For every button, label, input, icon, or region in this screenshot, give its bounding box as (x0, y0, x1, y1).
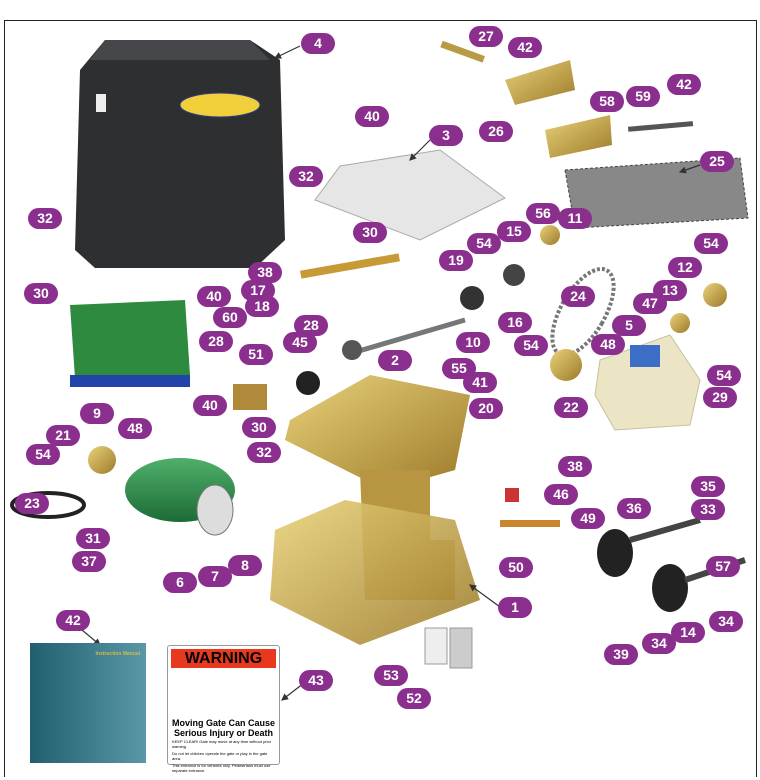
part-callout: 4 (301, 33, 335, 54)
warning-sign: WARNING Moving Gate Can Cause Serious In… (167, 645, 280, 773)
part-callout: 32 (289, 166, 323, 187)
part-callout: 26 (479, 121, 513, 142)
part-callout: 8 (228, 555, 262, 576)
part-callout: 37 (72, 551, 106, 572)
part-callout: 10 (456, 332, 490, 353)
part-callout: 34 (642, 633, 676, 654)
part-callout: 33 (691, 499, 725, 520)
part-callout: 22 (554, 397, 588, 418)
drive-chain (550, 157, 749, 357)
part-callout: 14 (671, 622, 705, 643)
chassis-frame (270, 375, 480, 669)
part-callout: 21 (46, 425, 80, 446)
part-callout: 39 (604, 644, 638, 665)
part-callout: 28 (199, 331, 233, 352)
warning-header: WARNING (171, 649, 276, 668)
part-callout: 48 (591, 334, 625, 355)
part-callout: 29 (703, 387, 737, 408)
brackets (440, 40, 694, 158)
part-callout: 5 (612, 315, 646, 336)
operator-housing (75, 40, 285, 268)
cover-plate (314, 149, 506, 241)
part-callout: 32 (28, 208, 62, 229)
part-callout: 49 (571, 508, 605, 529)
part-callout: 42 (667, 74, 701, 95)
part-callout: 48 (118, 418, 152, 439)
control-board (70, 300, 190, 387)
diagram-frame (4, 20, 757, 777)
part-callout: 25 (700, 151, 734, 172)
part-callout: 57 (706, 556, 740, 577)
part-callout: 27 (469, 26, 503, 47)
part-callout: 18 (245, 296, 279, 317)
part-callout: 30 (24, 283, 58, 304)
part-callout: 47 (633, 293, 667, 314)
part-callout: 54 (26, 444, 60, 465)
part-callout: 56 (526, 203, 560, 224)
instruction-manual-image: Instruction Manual (30, 643, 146, 763)
gear-reducer (550, 334, 701, 431)
part-callout: 30 (353, 222, 387, 243)
part-callout: 32 (247, 442, 281, 463)
part-callout: 7 (198, 566, 232, 587)
part-callout: 35 (691, 476, 725, 497)
part-callout: 2 (378, 350, 412, 371)
part-callout: 23 (15, 493, 49, 514)
part-callout: 36 (617, 498, 651, 519)
part-callout: 52 (397, 688, 431, 709)
part-callout: 54 (514, 335, 548, 356)
part-callout: 15 (497, 221, 531, 242)
part-callout: 43 (299, 670, 333, 691)
shaft-assembly (296, 225, 727, 395)
part-callout: 12 (668, 257, 702, 278)
part-callout: 31 (76, 528, 110, 549)
rollers (500, 488, 746, 612)
manual-title: Instruction Manual (95, 651, 140, 657)
part-callout: 54 (694, 233, 728, 254)
part-callout: 9 (80, 403, 114, 424)
part-callout: 17 (241, 280, 275, 301)
part-callout: 19 (439, 250, 473, 271)
part-callout: 42 (56, 610, 90, 631)
warning-line: This entrance is for vehicles only. Pede… (172, 763, 271, 773)
part-callout: 3 (429, 125, 463, 146)
part-callout: 51 (239, 344, 273, 365)
warning-headline: Moving Gate Can Cause Serious Injury or … (171, 718, 276, 738)
part-callout: 60 (213, 307, 247, 328)
part-callout: 34 (709, 611, 743, 632)
part-callout: 1 (498, 597, 532, 618)
part-callout: 45 (283, 332, 317, 353)
part-callout: 28 (294, 315, 328, 336)
part-callout: 58 (590, 91, 624, 112)
part-callout: 40 (355, 106, 389, 127)
part-callout: 24 (561, 286, 595, 307)
part-callout: 40 (193, 395, 227, 416)
part-callout: 40 (197, 286, 231, 307)
part-callout: 54 (707, 365, 741, 386)
part-callout: 38 (248, 262, 282, 283)
motor (10, 446, 235, 536)
transformer (233, 384, 267, 410)
part-callout: 6 (163, 572, 197, 593)
part-callout: 46 (544, 484, 578, 505)
part-callout: 54 (467, 233, 501, 254)
warning-line: KEEP CLEAR! Gate may move at any time wi… (172, 739, 272, 749)
part-callout: 50 (499, 557, 533, 578)
part-callout: 16 (498, 312, 532, 333)
part-callout: 20 (469, 398, 503, 419)
warning-line: Do not let children operate the gate or … (172, 751, 268, 761)
part-callout: 11 (558, 208, 592, 229)
part-callout: 53 (374, 665, 408, 686)
part-callout: 38 (558, 456, 592, 477)
part-callout: 42 (508, 37, 542, 58)
part-callout: 59 (626, 86, 660, 107)
part-callout: 41 (463, 372, 497, 393)
part-callout: 30 (242, 417, 276, 438)
